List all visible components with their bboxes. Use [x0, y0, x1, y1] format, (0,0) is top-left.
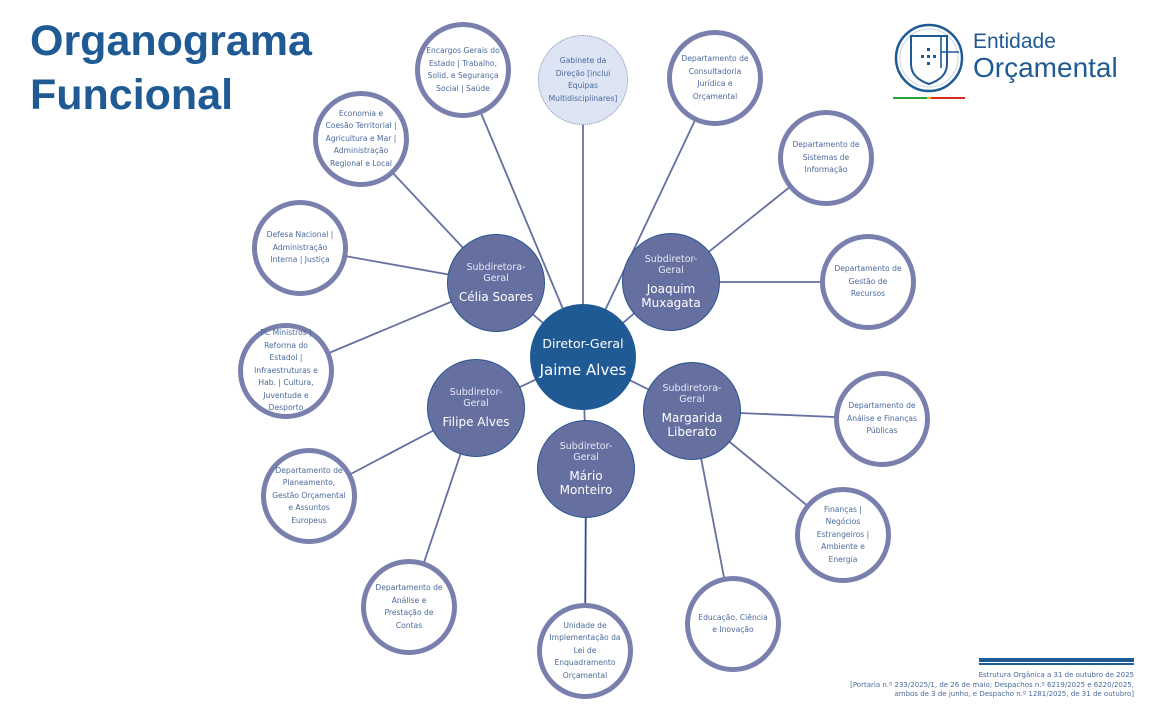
page-title: Organograma Funcional	[30, 14, 312, 122]
unit-label: Defesa Nacional | Administração Interna …	[266, 230, 334, 265]
footer-divider	[979, 658, 1134, 665]
title-line-2: Funcional	[30, 71, 234, 119]
unit-node-consultadoria: Departamento de Consultadoria Jurídica e…	[667, 30, 763, 126]
person-name: Jaime Alves	[539, 360, 627, 379]
role-label: Subdiretora-Geral	[466, 262, 526, 284]
unit-label: Departamento de Análise e Finanças Públi…	[847, 401, 917, 436]
unit-label: Finanças | Negócios Estrangeiros | Ambie…	[816, 504, 870, 564]
logo: Entidade Orçamental	[893, 22, 1143, 102]
unit-node-economia: Economia e Coesão Territorial | Agricult…	[313, 91, 409, 187]
person-name: Filipe Alves	[442, 415, 510, 429]
unit-label: Departamento de Planeamento, Gestão Orça…	[272, 465, 346, 525]
unit-label: Gabinete da Direção [inclui Equipas Mult…	[548, 56, 618, 103]
unit-node-gabinete: Gabinete da Direção [inclui Equipas Mult…	[538, 35, 628, 125]
unit-node-financas_publicas: Departamento de Análise e Finanças Públi…	[834, 371, 930, 467]
portuguese-shield-icon	[893, 23, 965, 99]
unit-label: PC Ministros | Reforma do Estadol | Infr…	[254, 328, 318, 413]
person-name: Mário Monteiro	[559, 469, 613, 497]
unit-label: Unidade de Implementação da Lei de Enqua…	[549, 620, 621, 680]
unit-node-planeamento: Departamento de Planeamento, Gestão Orça…	[261, 448, 357, 544]
role-label: Diretor-Geral	[542, 335, 624, 351]
unit-label: Encargos Gerais do Estado | Trabalho, So…	[426, 46, 500, 93]
person-name: Joaquim Muxagata	[641, 282, 701, 310]
unit-node-pcm: PC Ministros | Reforma do Estadol | Infr…	[238, 323, 334, 419]
person-name: Célia Soares	[458, 290, 534, 304]
footer-line-2: [Portaria n.º 233/2025/1, de 26 de maio;…	[850, 680, 1134, 689]
logo-text-line-2: Orçamental	[973, 52, 1118, 83]
footer-note: Estrutura Orgânica a 31 de outubro de 20…	[850, 658, 1134, 700]
role-label: Subdiretor-Geral	[559, 441, 613, 463]
role-label: Subdiretor-Geral	[449, 387, 503, 409]
unit-node-defesa: Defesa Nacional | Administração Interna …	[252, 200, 348, 296]
footer-line-3: ambos de 3 de junho, e Despacho n.º 1281…	[894, 690, 1134, 698]
role-label: Subdiretor-Geral	[644, 254, 698, 276]
unit-node-sistemas: Departamento de Sistemas de Informação	[778, 110, 874, 206]
unit-node-encargos: Encargos Gerais do Estado | Trabalho, So…	[415, 22, 511, 118]
unit-label: Departamento de Análise e Prestação de C…	[375, 583, 443, 630]
unit-node-unidade: Unidade de Implementação da Lei de Enqua…	[537, 603, 633, 699]
unit-label: Educação, Ciência e Inovação	[698, 612, 768, 635]
unit-label: Departamento de Gestão de Recursos	[834, 264, 902, 299]
unit-label: Economia e Coesão Territorial | Agricult…	[325, 108, 397, 168]
role-label: Subdiretora-Geral	[662, 383, 722, 405]
footer-line-1: Estrutura Orgânica a 31 de outubro de 20…	[978, 671, 1134, 679]
unit-node-prestacao: Departamento de Análise e Prestação de C…	[361, 559, 457, 655]
unit-node-financas: Finanças | Negócios Estrangeiros | Ambie…	[795, 487, 891, 583]
unit-label: Departamento de Consultadoria Jurídica e…	[681, 54, 749, 101]
unit-node-recursos: Departamento de Gestão de Recursos	[820, 234, 916, 330]
title-line-1: Organograma	[30, 17, 312, 65]
logo-text-line-1: Entidade	[973, 30, 1056, 53]
unit-label: Departamento de Sistemas de Informação	[792, 140, 860, 175]
person-name: Margarida Liberato	[661, 411, 723, 439]
unit-node-educacao: Educação, Ciência e Inovação	[685, 576, 781, 672]
